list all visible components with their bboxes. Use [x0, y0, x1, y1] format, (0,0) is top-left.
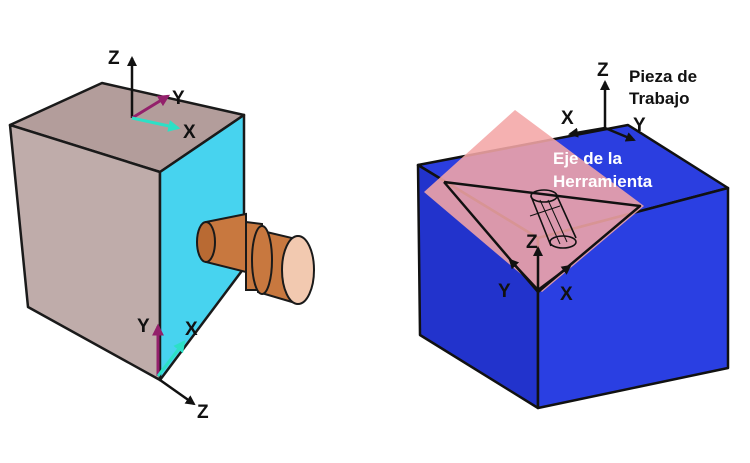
workpiece-label: Pieza de Trabajo: [629, 67, 702, 108]
top-x-axis-arrow: [131, 116, 181, 132]
base-z-axis-arrow: [159, 378, 196, 406]
spindle-tool: [196, 212, 315, 305]
workpiece-x-label: X: [561, 108, 574, 129]
workpiece-y-axis-arrow: [604, 126, 636, 142]
tool-axis-label-line-1: Eje de la: [553, 149, 623, 168]
workpiece-x-axis-arrow: [568, 126, 606, 138]
top-z-label: Z: [108, 48, 120, 69]
top-y-label: Y: [172, 88, 185, 109]
tool-y-axis-arrow: [508, 258, 539, 291]
left-machine-figure: Z Y X Y X Z: [8, 48, 315, 423]
face-x-label: X: [185, 319, 198, 340]
tool-axis-label-line-2: Herramienta: [553, 172, 653, 191]
workpiece-y-label: Y: [633, 115, 646, 136]
tool-y-label: Y: [498, 281, 511, 302]
face-y-label: Y: [137, 316, 150, 337]
workpiece-label-line-2: Trabajo: [629, 89, 689, 108]
top-x-label: X: [183, 122, 196, 143]
top-y-axis-arrow: [131, 94, 171, 120]
tool-cylinder: [529, 189, 577, 249]
face-x-axis-arrow: [156, 340, 186, 377]
workpiece-label-line-1: Pieza de: [629, 67, 697, 86]
tool-x-label: X: [560, 284, 573, 305]
tool-z-label: Z: [526, 232, 538, 253]
cut-triangle: [443, 180, 642, 294]
tool-axis-label: Eje de la Herramienta: [553, 149, 653, 191]
tool-plane: [424, 110, 644, 292]
base-z-label: Z: [197, 402, 209, 423]
right-workpiece-figure: Z X Y Pieza de Trabajo Z Y X Eje de la H…: [416, 60, 730, 410]
tool-x-axis-arrow: [537, 264, 572, 291]
workpiece-z-label: Z: [597, 60, 609, 81]
